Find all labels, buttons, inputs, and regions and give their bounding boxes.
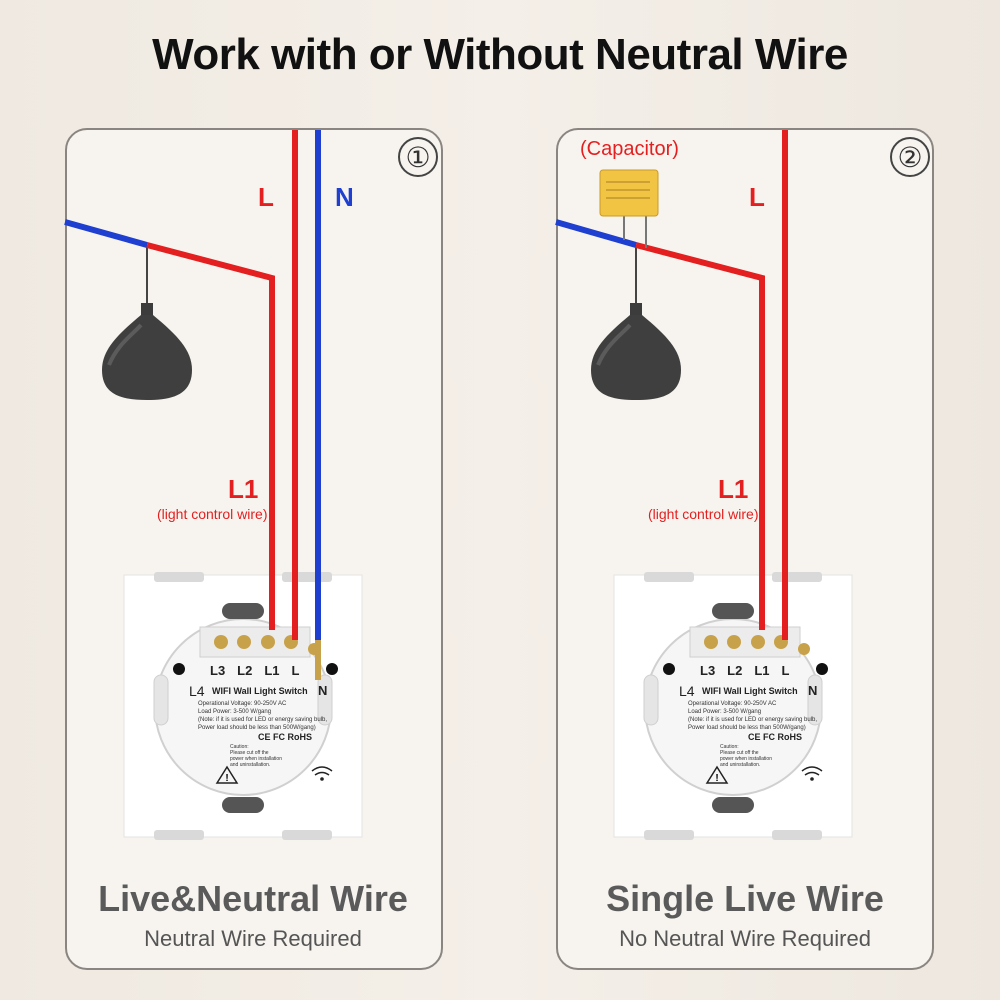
left-heading: Live&Neutral Wire bbox=[98, 878, 408, 919]
spec-line: Operational Voltage: 90-250V AC bbox=[688, 701, 777, 707]
terminal-label: L2 bbox=[237, 663, 253, 678]
terminal-label: L bbox=[781, 663, 790, 678]
left-l1-wire bbox=[146, 242, 275, 630]
left-caution-text: Caution: Please cut off the power when i… bbox=[230, 744, 282, 768]
page-title: Work with or Without Neutral Wire bbox=[152, 30, 848, 79]
terminal-label: L bbox=[291, 663, 300, 678]
caution-line: Caution: bbox=[720, 744, 739, 750]
right-l1-wire bbox=[635, 242, 765, 630]
spec-line: (Note: if it is used for LED or energy s… bbox=[688, 717, 818, 723]
right-l4-label: L4 bbox=[679, 683, 695, 699]
left-cert-marks: CE FC RoHS bbox=[258, 732, 312, 742]
terminal-label: L1 bbox=[754, 663, 770, 678]
right-neutral-wire-to-lamp bbox=[555, 219, 637, 248]
left-l1-note: (light control wire) bbox=[157, 506, 268, 522]
spec-line: Operational Voltage: 90-250V AC bbox=[198, 701, 287, 707]
caution-line: and uninstallation. bbox=[720, 762, 761, 768]
right-subheading: No Neutral Wire Required bbox=[619, 926, 871, 951]
caution-line: power when installation bbox=[230, 756, 282, 762]
right-cert-marks: CE FC RoHS bbox=[748, 732, 802, 742]
left-subheading: Neutral Wire Required bbox=[144, 926, 362, 951]
left-n-label: N bbox=[318, 683, 328, 698]
left-spec-text: Operational Voltage: 90-250V AC Load Pow… bbox=[198, 700, 348, 732]
capacitor bbox=[599, 169, 659, 248]
caution-line: Please cut off the bbox=[230, 750, 269, 756]
right-live-label: L bbox=[749, 182, 765, 212]
terminal-label: L1 bbox=[264, 663, 280, 678]
spec-line: Power load should be less than 500W/gang… bbox=[198, 725, 316, 731]
right-l1-label: L1 bbox=[718, 474, 749, 504]
left-neutral-label: N bbox=[335, 182, 354, 212]
left-l1-label: L1 bbox=[228, 474, 259, 504]
left-l4-label: L4 bbox=[189, 683, 205, 699]
panel-number-1: ① bbox=[398, 137, 438, 177]
caution-line: and uninstallation. bbox=[230, 762, 271, 768]
right-terminal-labels: L3 L2 L1 L bbox=[700, 663, 820, 678]
right-pendant-lamp bbox=[589, 243, 683, 402]
left-pendant-lamp bbox=[100, 243, 194, 402]
left-live-label: L bbox=[258, 182, 274, 212]
right-product-name: WIFI Wall Light Switch bbox=[702, 686, 798, 696]
caution-line: Please cut off the bbox=[720, 750, 759, 756]
right-l1-note: (light control wire) bbox=[648, 506, 759, 522]
terminal-label: L3 bbox=[700, 663, 716, 678]
right-heading: Single Live Wire bbox=[606, 878, 884, 919]
spec-line: Load Power: 3-500 W/gang bbox=[198, 709, 272, 715]
panel-number-2: ② bbox=[890, 137, 930, 177]
terminal-label: L3 bbox=[210, 663, 226, 678]
left-neutral-wire-to-lamp bbox=[64, 219, 148, 248]
left-terminal-labels: L3 L2 L1 L bbox=[210, 663, 330, 678]
caution-line: Caution: bbox=[230, 744, 249, 750]
spec-line: Power load should be less than 500W/gang… bbox=[688, 725, 806, 731]
left-product-name: WIFI Wall Light Switch bbox=[212, 686, 308, 696]
terminal-label: L2 bbox=[727, 663, 743, 678]
spec-line: (Note: if it is used for LED or energy s… bbox=[198, 717, 328, 723]
capacitor-label: (Capacitor) bbox=[580, 138, 679, 160]
right-caution-text: Caution: Please cut off the power when i… bbox=[720, 744, 772, 768]
right-n-label: N bbox=[808, 683, 818, 698]
right-spec-text: Operational Voltage: 90-250V AC Load Pow… bbox=[688, 700, 838, 732]
spec-line: Load Power: 3-500 W/gang bbox=[688, 709, 762, 715]
caution-line: power when installation bbox=[720, 756, 772, 762]
